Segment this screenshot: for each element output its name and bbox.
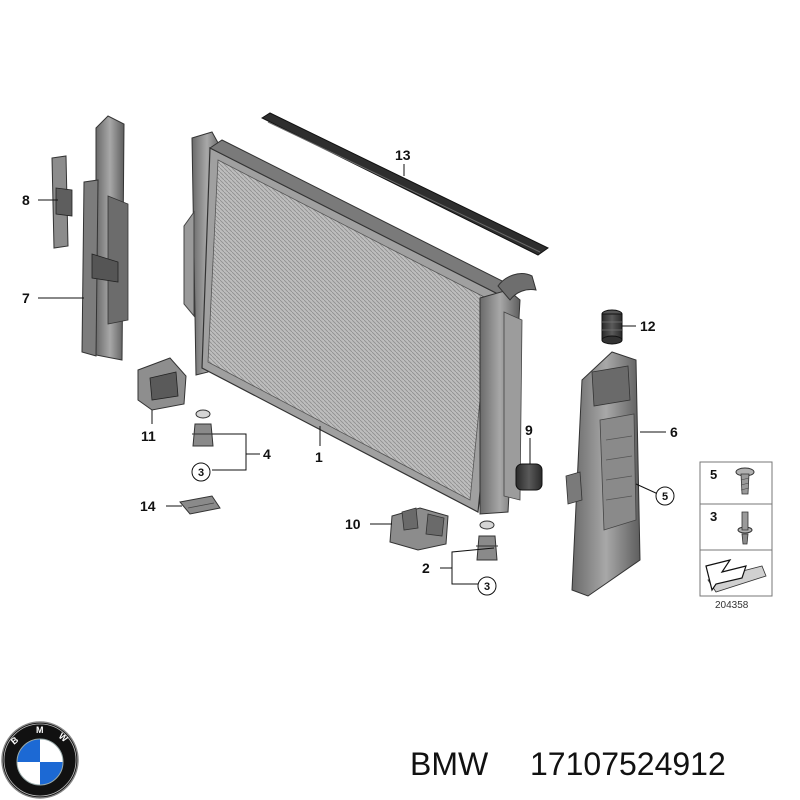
- callout-9: 9: [525, 422, 533, 438]
- callout-12: 12: [640, 318, 656, 334]
- circle-3-lower: [477, 576, 497, 596]
- direction-arrow-icon: [705, 559, 767, 593]
- reference-number: 204358: [715, 600, 749, 611]
- clip-part-14: [179, 495, 221, 515]
- callout-14: 14: [140, 498, 156, 514]
- air-duct-part-7: [81, 115, 129, 361]
- callouts: 13 8 7 11 4 1 14 10 9 12 6 2: [22, 147, 678, 576]
- callout-13: 13: [395, 147, 411, 163]
- callout-4: 4: [263, 446, 271, 462]
- legend-item-3: 3: [710, 509, 717, 524]
- screw-icon: [735, 467, 755, 495]
- holder-part-10: [389, 507, 449, 551]
- logo-letter-m: M: [36, 725, 44, 735]
- legend-box: 5 3: [699, 461, 773, 597]
- leader-lines: [38, 164, 666, 585]
- air-duct-part-6: [565, 351, 641, 597]
- circle-5-right-label: 5: [662, 491, 668, 503]
- leader-5: [635, 483, 659, 495]
- callout-1: 1: [315, 449, 323, 465]
- mount-part-2: [476, 520, 498, 561]
- rubber-bump-part-9: [515, 463, 543, 491]
- callout-8: 8: [22, 192, 30, 208]
- legend-item-5: 5: [710, 467, 717, 482]
- brand-name: BMW: [410, 746, 489, 782]
- holder-part-11: [137, 357, 187, 411]
- pin-icon: [737, 511, 753, 545]
- radiator-part-1: [183, 131, 537, 515]
- bmw-logo: B M W: [1, 721, 79, 799]
- mount-part-4: [192, 409, 214, 447]
- logo-letter-b: B: [9, 734, 21, 746]
- part-number: 17107524912: [530, 746, 726, 782]
- circle-3-left: [191, 462, 211, 482]
- leader-2: [440, 547, 495, 585]
- bracket-part-8: [51, 155, 73, 249]
- seal-strip-part-13: [260, 112, 549, 256]
- callout-2: 2: [422, 560, 430, 576]
- leader-4: [212, 433, 260, 471]
- circled-callouts: 3 3 5: [191, 462, 675, 596]
- callout-11: 11: [141, 428, 156, 444]
- callout-10: 10: [345, 516, 361, 532]
- circle-3-left-label: 3: [198, 467, 204, 479]
- callout-7: 7: [22, 290, 30, 306]
- bump-stop-part-12: [601, 309, 623, 345]
- circle-5-right: [655, 486, 675, 506]
- circle-3-lower-label: 3: [484, 581, 490, 593]
- callout-6: 6: [670, 424, 678, 440]
